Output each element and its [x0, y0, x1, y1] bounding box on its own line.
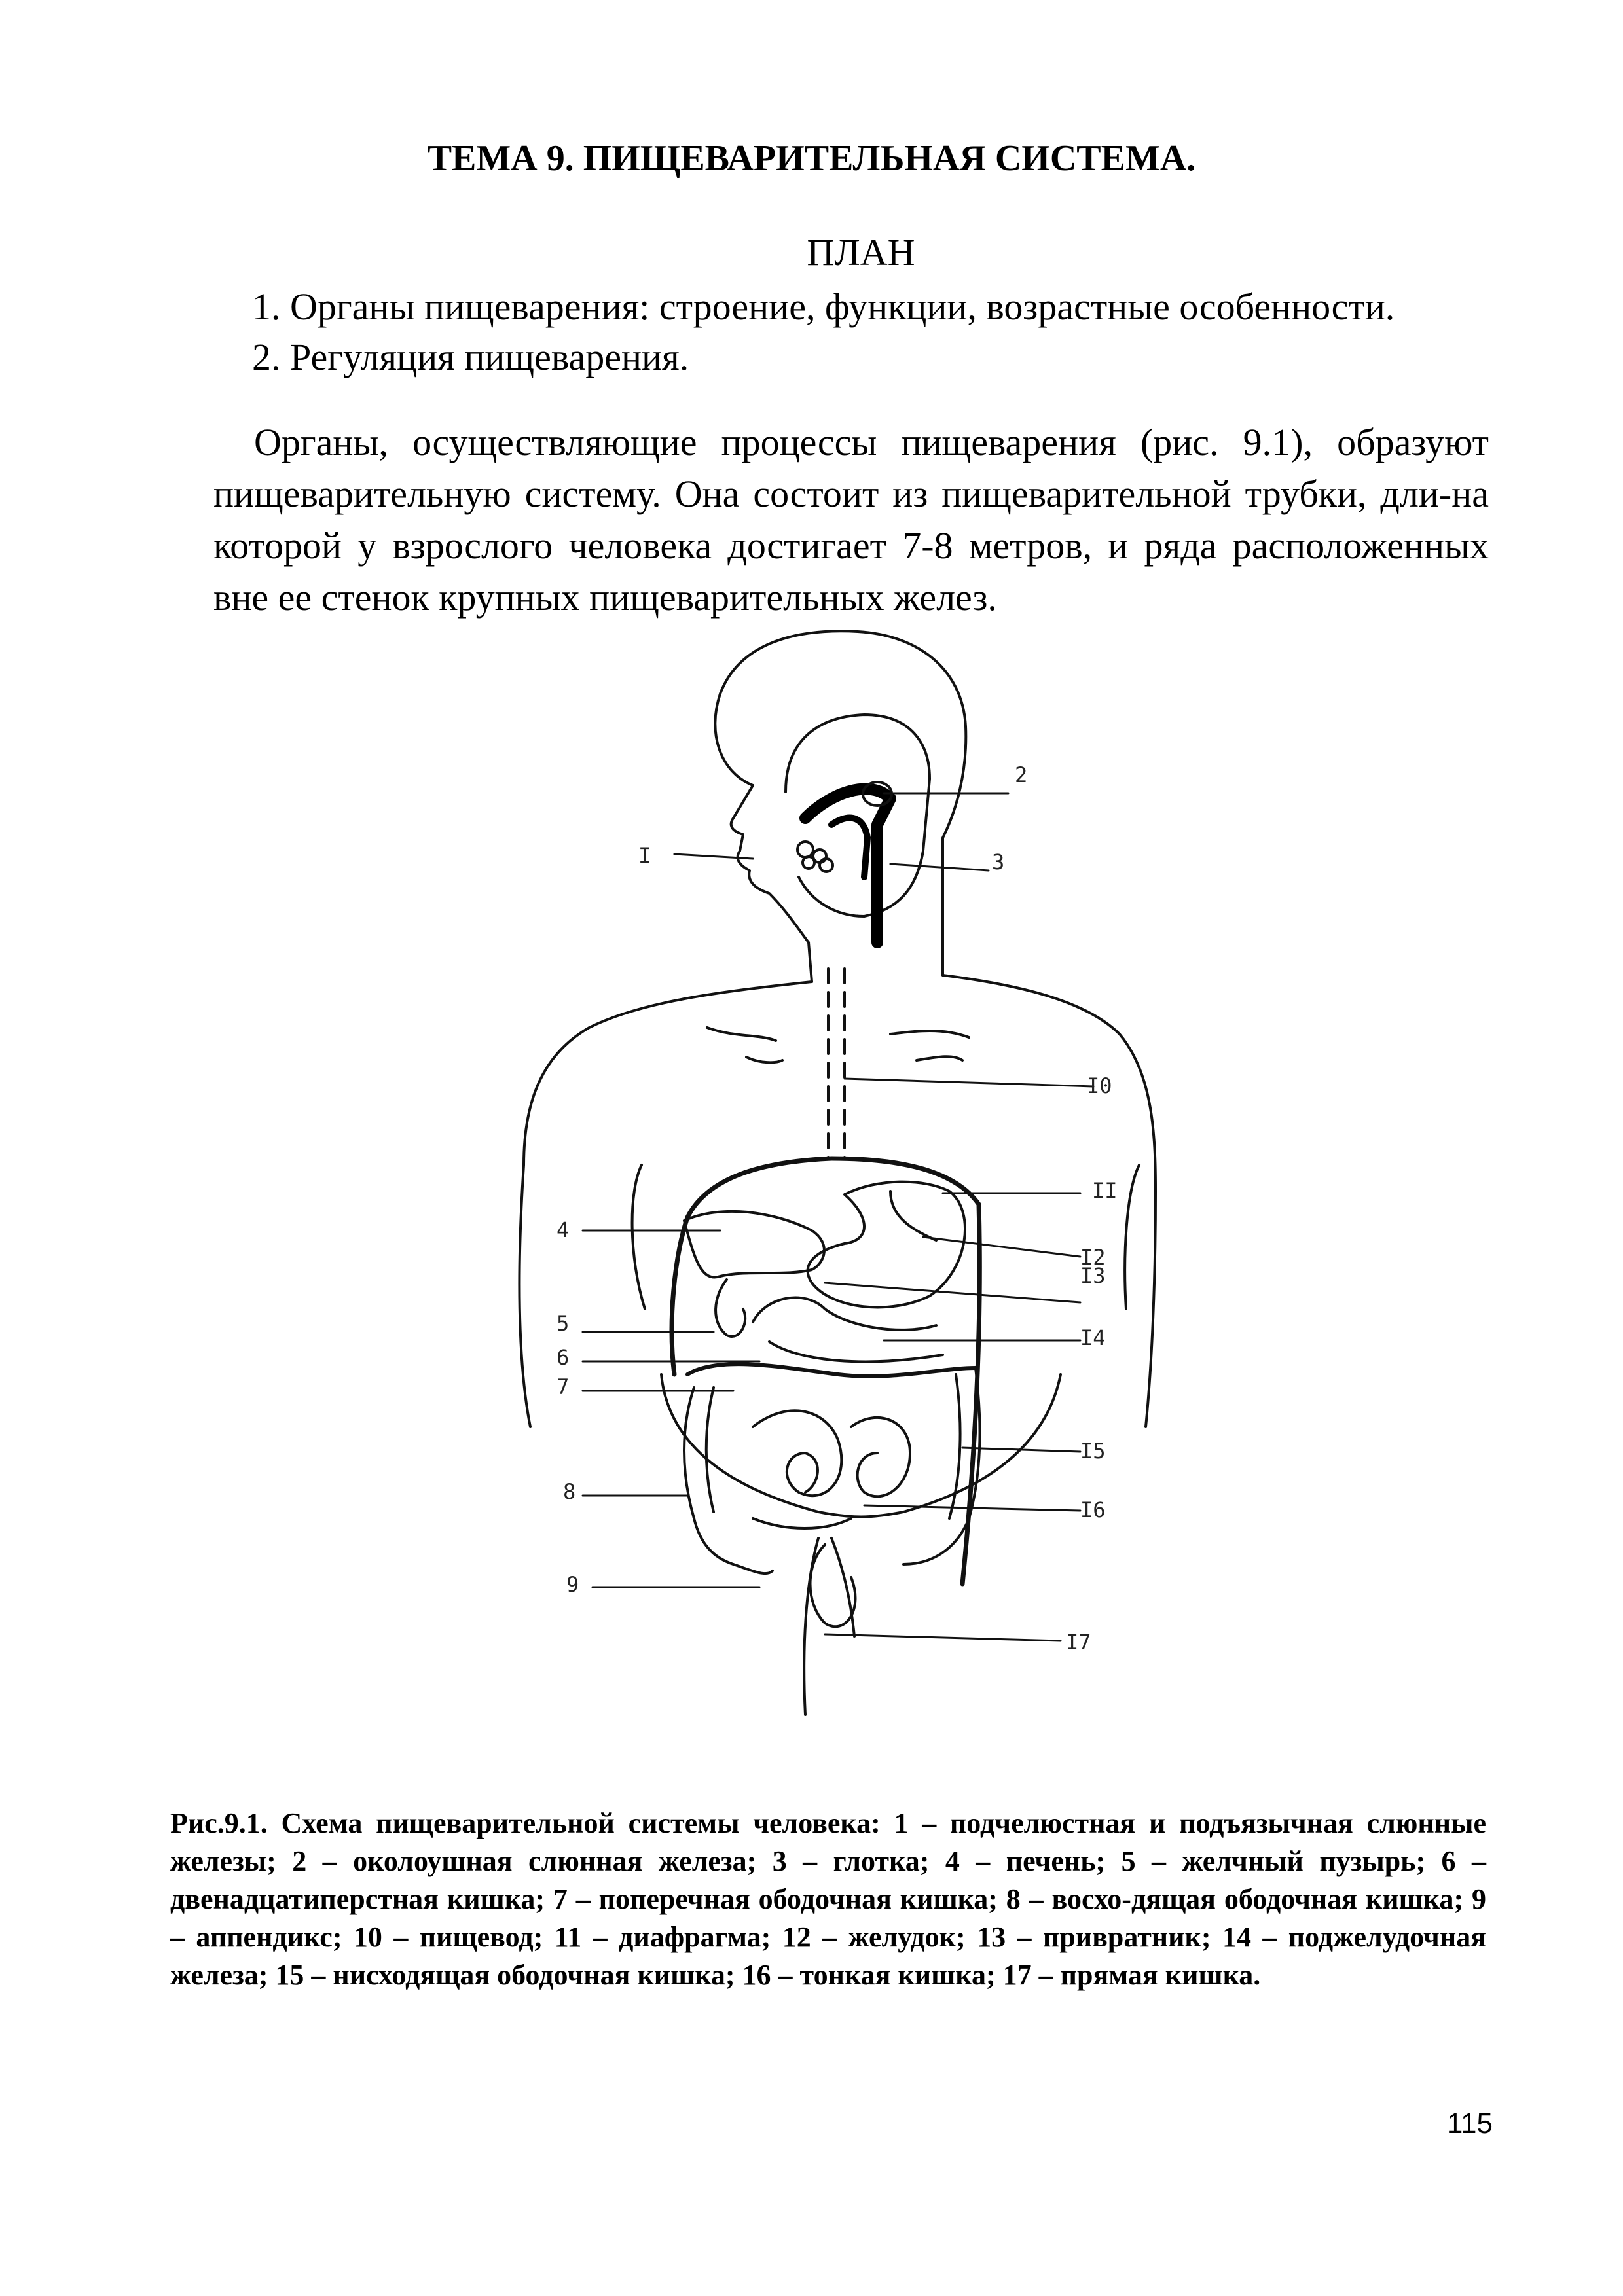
figure-label-10: I0	[1087, 1073, 1112, 1098]
figure-label-2: 2	[1015, 762, 1027, 787]
small-intestine	[752, 1409, 843, 1498]
liver	[683, 1210, 826, 1279]
figure-label-6: 6	[556, 1345, 569, 1370]
torso-left	[518, 980, 813, 1428]
figure-label-11: II	[1092, 1178, 1118, 1203]
stomach	[806, 1180, 966, 1309]
figure-label-7: 7	[556, 1374, 569, 1399]
diaphragm	[685, 1156, 982, 1587]
figure-label-8: 8	[563, 1479, 575, 1504]
figure-label-4: 4	[556, 1217, 569, 1242]
digestive-system-diagram: I 2 3 4 5 6 7 8 9 I0 II I2 I3 I4 I5 I6 I…	[518, 630, 1157, 1716]
page-title: ТЕМА 9. ПИЩЕВАРИТЕЛЬНАЯ СИСТЕМА.	[427, 138, 1196, 179]
figure-label-16: I6	[1080, 1498, 1106, 1522]
figure-label-12: I2	[1080, 1245, 1106, 1270]
digestive-system-figure: I 2 3 4 5 6 7 8 9 I0 II I2 I3 I4 I5 I6 I…	[0, 602, 1623, 1800]
rectum	[809, 1543, 857, 1628]
ascending-colon	[683, 1386, 735, 1566]
plan-list: 1. Органы пищеварения: строение, функции…	[252, 281, 1395, 382]
figure-label-9: 9	[566, 1572, 579, 1597]
descending-colon	[902, 1367, 981, 1566]
torso-right	[941, 974, 1157, 1428]
pharynx	[799, 783, 896, 948]
figure-label-14: I4	[1080, 1325, 1106, 1350]
plan-item: 1. Органы пищеварения: строение, функции…	[252, 285, 1395, 328]
duodenum	[752, 1296, 938, 1331]
transverse-colon	[685, 1362, 977, 1378]
figure-label-3: 3	[992, 850, 1004, 874]
plan-heading: ПЛАН	[807, 231, 915, 274]
figure-label-1: I	[638, 843, 651, 868]
plan-item: 2. Регуляция пищеварения.	[252, 336, 689, 378]
figure-label-15: I5	[1080, 1439, 1106, 1463]
figure-label-17: I7	[1066, 1630, 1091, 1655]
figure-label-13: I3	[1080, 1263, 1106, 1288]
intro-paragraph: Органы, осуществляющие процессы пищеваре…	[213, 421, 1489, 619]
figure-label-5: 5	[556, 1311, 569, 1336]
page-number: 115	[1446, 2108, 1493, 2140]
figure-caption: Рис.9.1. Схема пищеварительной системы ч…	[170, 1807, 1486, 1991]
head-outline	[714, 630, 968, 891]
face-profile	[729, 784, 810, 944]
